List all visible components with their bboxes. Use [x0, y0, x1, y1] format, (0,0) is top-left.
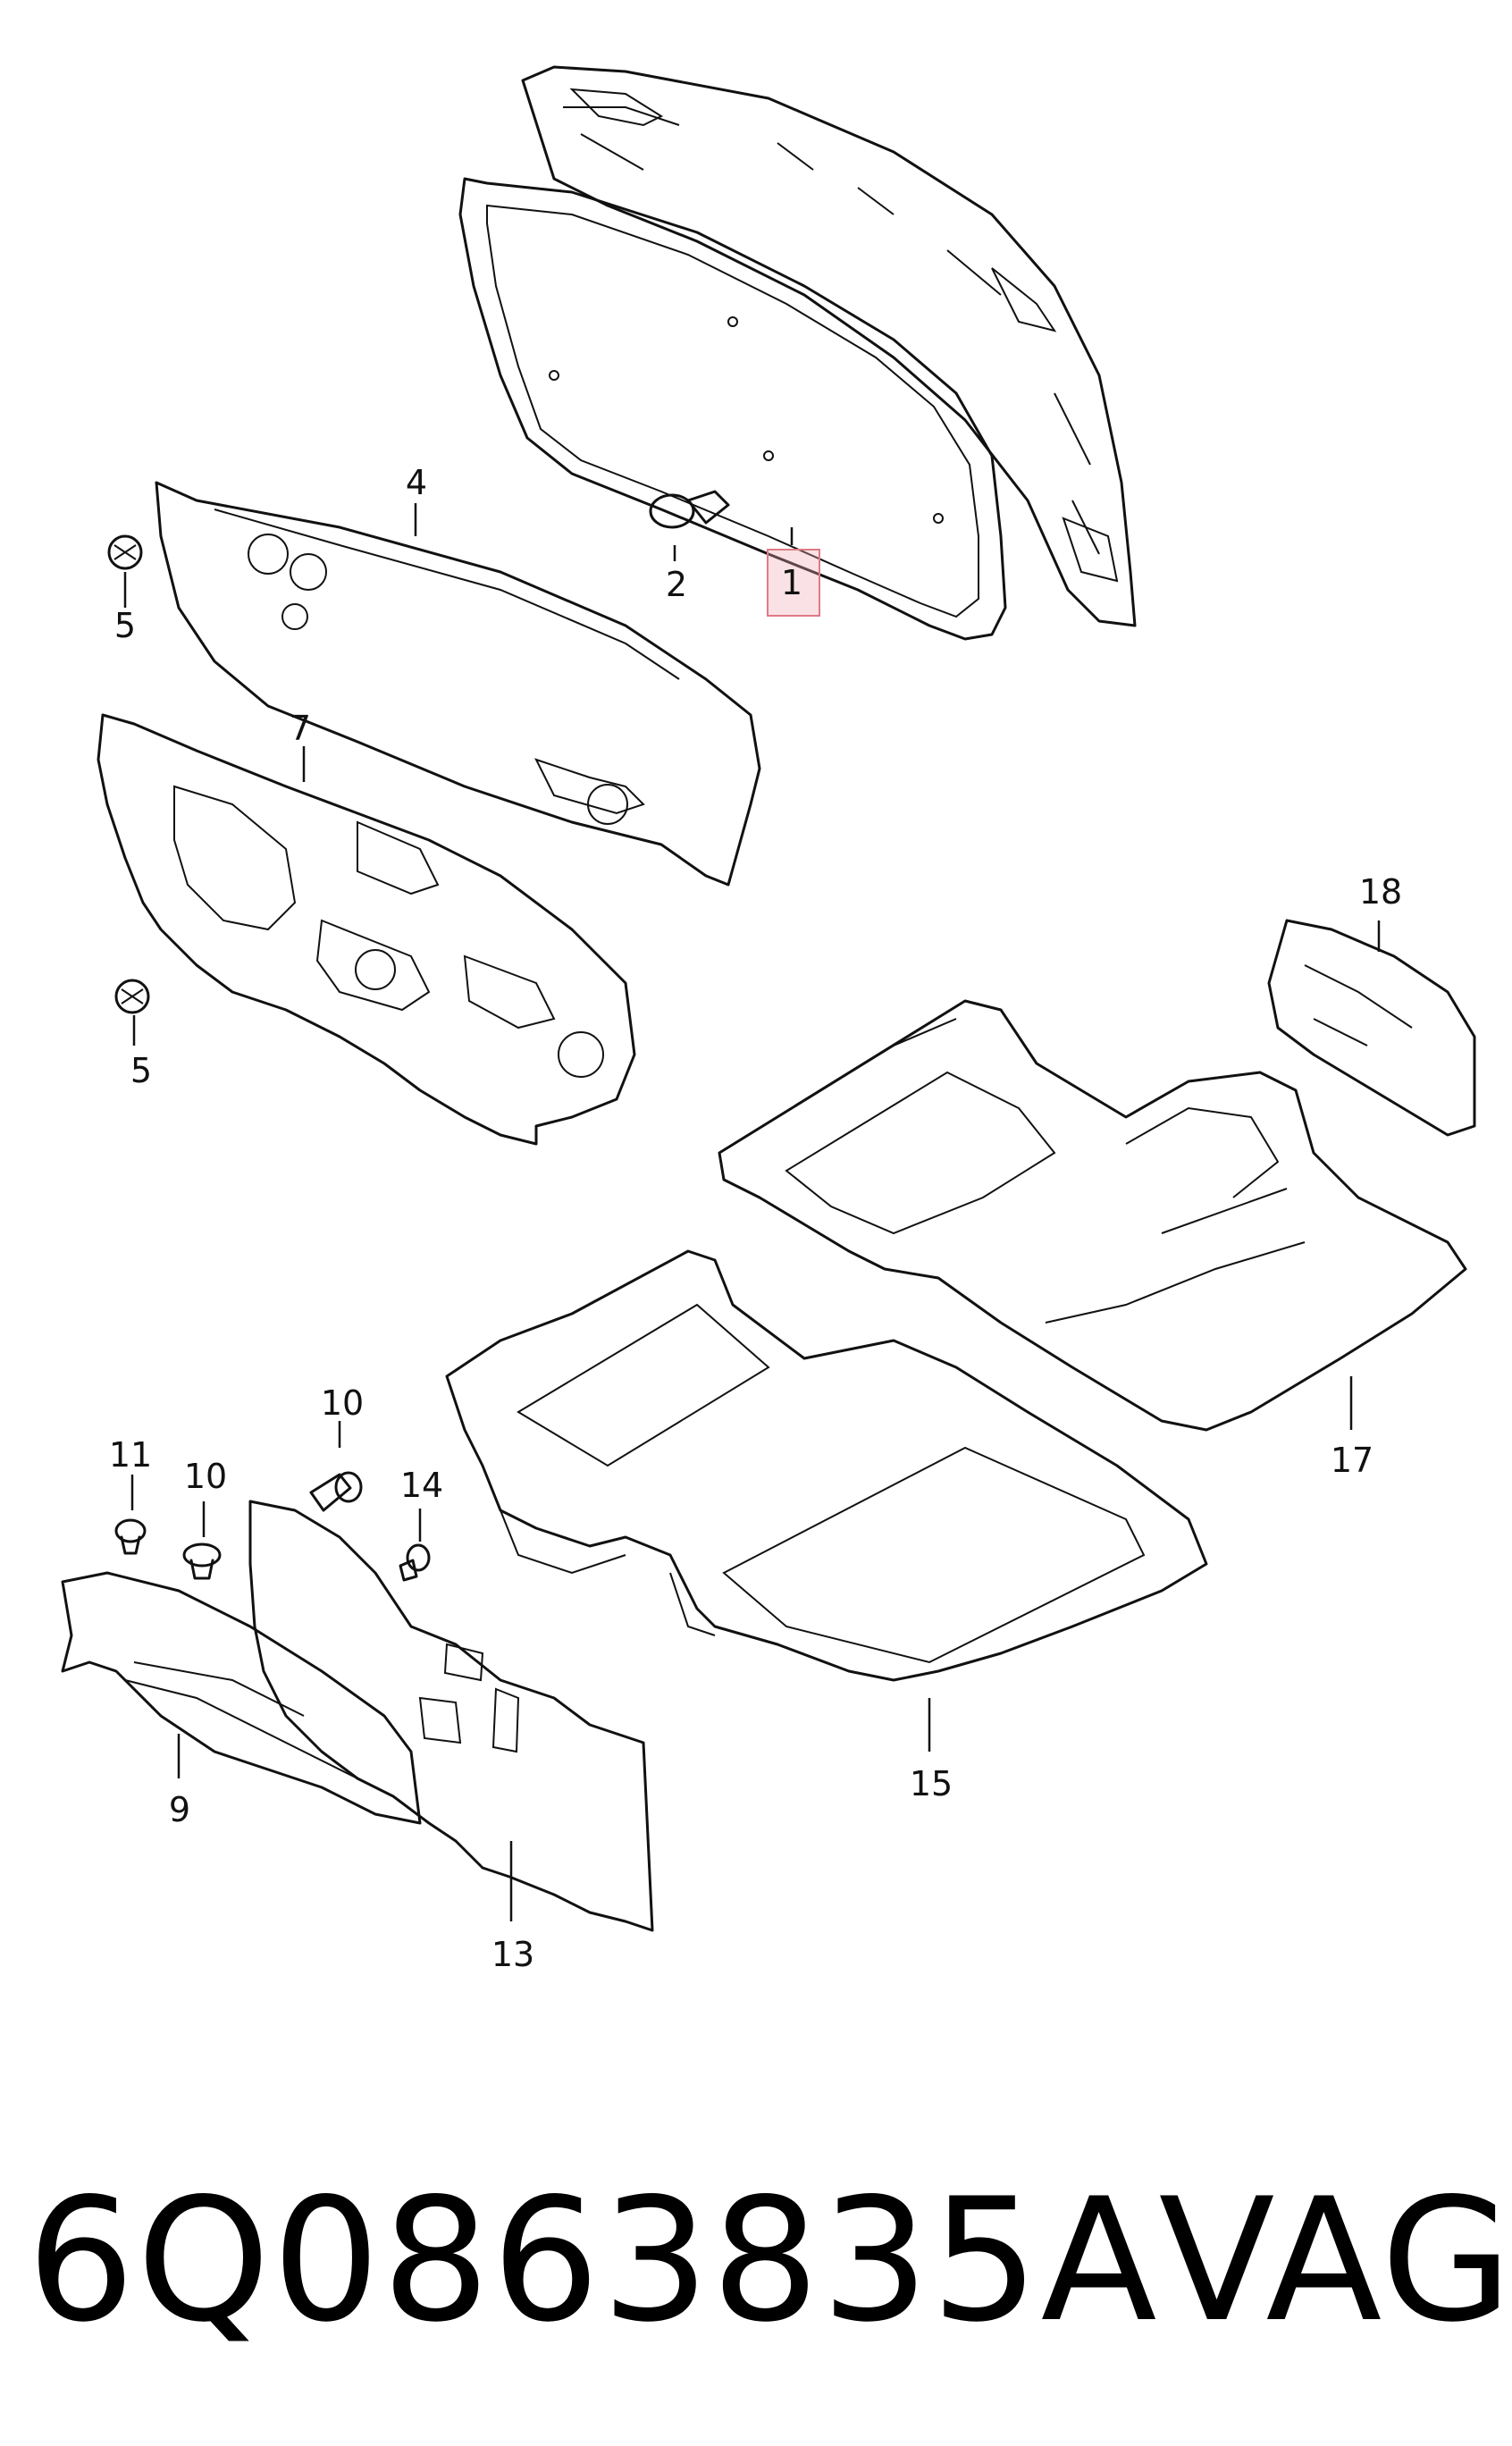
- callout-4[interactable]: 4: [405, 463, 428, 502]
- footer: 6Q0863835A VAG: [27, 2145, 1512, 2377]
- callout-14[interactable]: 14: [399, 1466, 444, 1505]
- callout-10-upper[interactable]: 10: [320, 1383, 365, 1423]
- insulation-13: [248, 1500, 654, 1932]
- callout-5-lower[interactable]: 5: [130, 1051, 153, 1090]
- leader-lines: [123, 503, 1381, 1921]
- callout-9[interactable]: 9: [168, 1790, 191, 1829]
- clip-2: [649, 490, 730, 529]
- parts-exploded-diagram: [61, 65, 1476, 1932]
- heat-shield-9: [61, 1571, 422, 1825]
- callout-18[interactable]: 18: [1358, 872, 1403, 912]
- callout-10-lower[interactable]: 10: [183, 1457, 228, 1496]
- fastener-10-lower: [182, 1542, 222, 1580]
- washer-5-lower: [114, 979, 150, 1014]
- fastener-11: [114, 1518, 147, 1555]
- trunk-lid-panel: [521, 65, 1137, 627]
- fastener-10-upper: [309, 1471, 363, 1512]
- callout-2[interactable]: 2: [665, 565, 688, 604]
- bulkhead-insulation-7: [97, 713, 636, 1146]
- callout-1[interactable]: 1: [780, 563, 803, 602]
- fastener-14: [399, 1543, 431, 1582]
- callout-17[interactable]: 17: [1330, 1441, 1374, 1480]
- rear-floor-carpet-17: [718, 999, 1467, 1432]
- washer-5-upper: [107, 534, 143, 570]
- callout-15[interactable]: 15: [909, 1764, 953, 1803]
- callout-7[interactable]: 7: [289, 709, 312, 748]
- shelf-panel-4: [155, 481, 761, 887]
- callout-11[interactable]: 11: [108, 1435, 153, 1475]
- callout-5-upper[interactable]: 5: [113, 606, 137, 645]
- part-number: 6Q0863835A: [27, 2162, 1159, 2359]
- trunk-lid-trim: [458, 177, 1007, 641]
- callout-highlight-box: [767, 549, 820, 617]
- callout-13[interactable]: 13: [491, 1935, 535, 1974]
- front-floor-carpet-15: [445, 1249, 1208, 1682]
- side-trim-18: [1267, 919, 1476, 1137]
- brand-label: VAG: [1158, 2162, 1512, 2359]
